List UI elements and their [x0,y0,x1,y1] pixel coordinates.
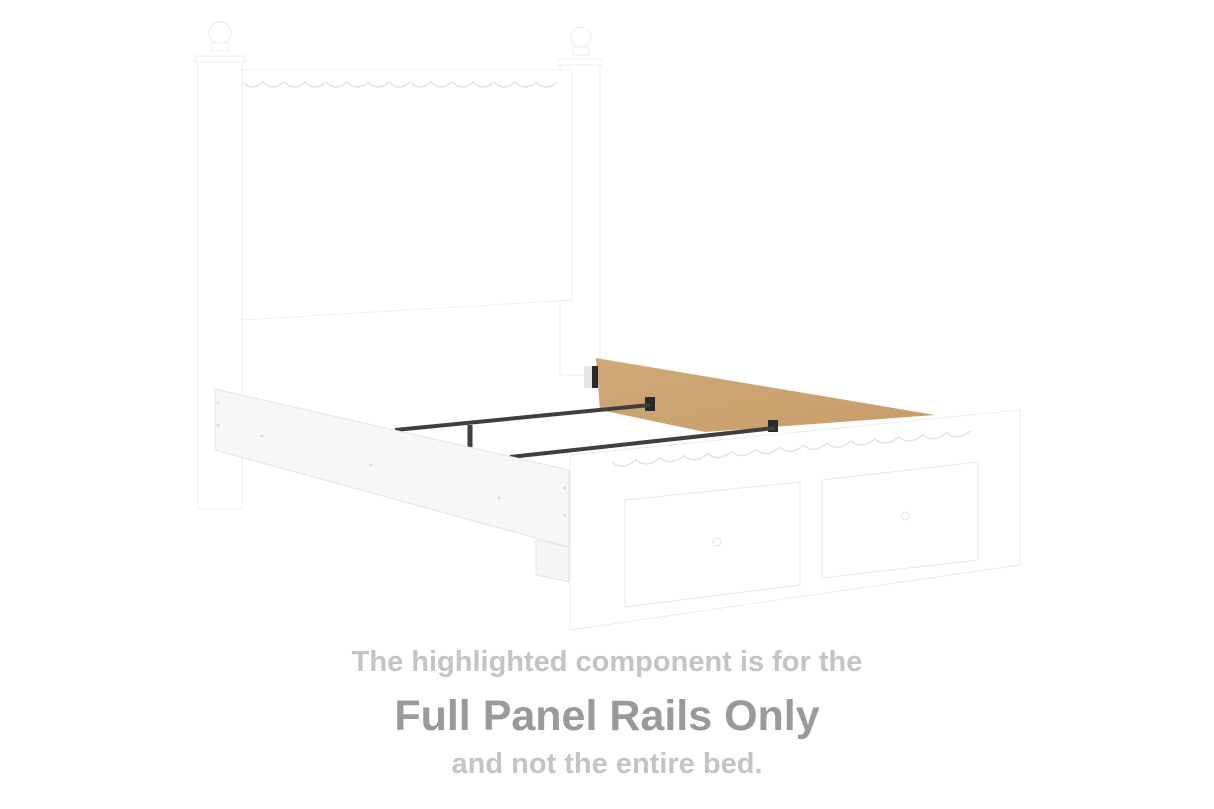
caption-disclaimer: and not the entire bed. [451,748,763,780]
caption-component-name: Full Panel Rails Only [394,692,820,740]
near-side-rail [214,388,570,583]
headboard [195,21,603,510]
far-side-rail [584,358,935,432]
metal-slats [394,403,776,459]
footboard [569,409,1021,631]
bed-illustration [195,21,1021,631]
caption-intro: The highlighted component is for the [351,646,863,678]
